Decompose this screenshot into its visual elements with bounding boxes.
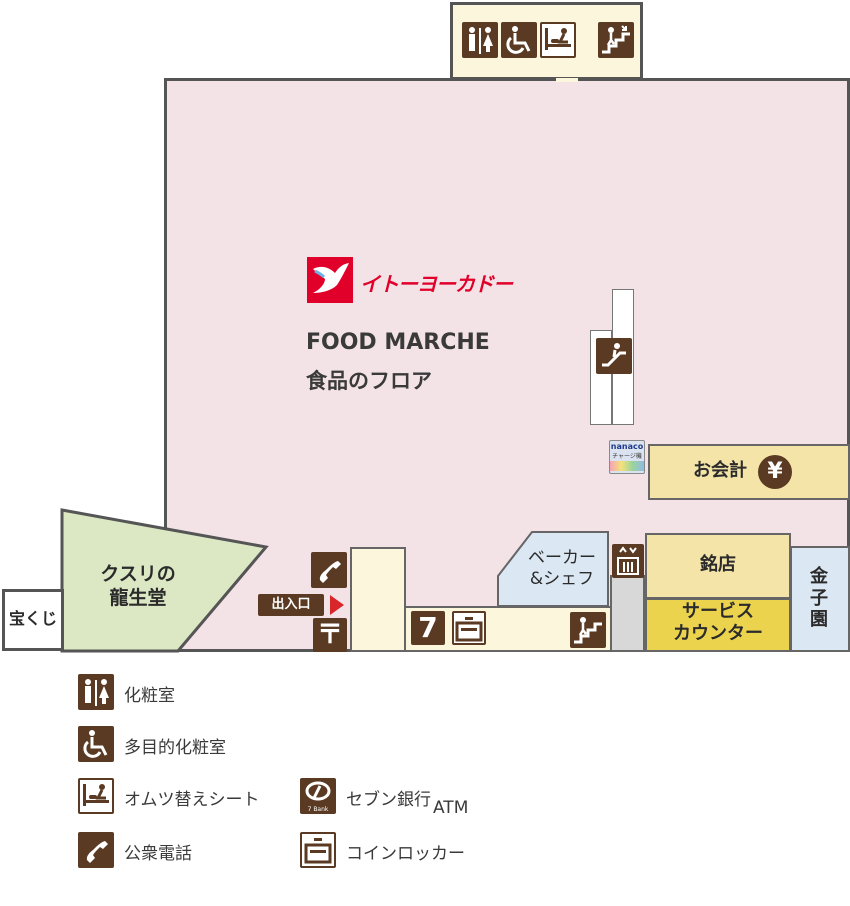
legend-restroom-label: 化粧室	[124, 686, 175, 706]
nanaco-charge-label: チャージ機	[612, 453, 642, 460]
entrance-label: 出入口	[258, 594, 324, 616]
stairs-icon[interactable]	[570, 612, 606, 648]
annex-doorway	[556, 78, 578, 82]
entrance-corridor	[350, 547, 406, 652]
meiten-label: 銘店	[700, 554, 736, 575]
bakery-label: ベーカー &シェフ	[528, 548, 596, 590]
service-counter-label: サービス カウンター	[673, 601, 763, 644]
diaper-changing-icon[interactable]	[540, 22, 576, 58]
nanaco-label: nanaco	[610, 442, 644, 451]
legend-accessible-restroom-label: 多目的化粧室	[124, 738, 226, 758]
restroom-icon[interactable]	[462, 22, 498, 58]
legend-coin-locker-icon	[300, 832, 336, 868]
legend-restroom-icon	[78, 674, 114, 710]
legend-seven-bank-caption: 7 Bank	[307, 806, 329, 813]
kusuri-label: クスリの 龍生堂	[100, 563, 176, 609]
stairs-up-icon[interactable]	[598, 22, 634, 58]
elevator-shaft	[610, 575, 645, 652]
service-counter-area[interactable]	[645, 598, 791, 652]
coin-locker-icon[interactable]	[452, 611, 486, 645]
post-office-icon[interactable]: 〒	[313, 618, 347, 652]
legend-accessible-restroom-icon	[78, 726, 114, 762]
entrance-arrow-icon[interactable]	[328, 593, 346, 617]
takarakuji-label: 宝くじ	[8, 609, 57, 628]
accessible-restroom-icon[interactable]	[501, 22, 537, 58]
checkout-area[interactable]	[648, 444, 850, 500]
floor-title-jp: 食品のフロア	[306, 369, 432, 393]
nanaco-charge-machine[interactable]: nanaco チャージ機	[609, 440, 645, 474]
checkout-label: お会計	[693, 460, 747, 481]
seven-bank-atm-location-icon[interactable]: 7	[411, 611, 445, 645]
legend-phone-icon	[78, 832, 114, 868]
escalator-icon[interactable]	[596, 338, 632, 374]
kanekoen-area[interactable]	[790, 546, 850, 652]
elevator-icon[interactable]	[612, 544, 644, 578]
takarakuji-booth[interactable]	[2, 589, 64, 651]
kanekoen-label: 金子園	[810, 566, 828, 631]
ito-yokado-logo	[307, 257, 353, 303]
floor-title-en: FOOD MARCHE	[306, 330, 490, 355]
legend-diaper-changing-icon	[78, 778, 114, 814]
yen-icon: ¥	[758, 455, 792, 489]
legend-seven-bank-atm-icon: 7 Bank	[300, 778, 336, 814]
phone-icon[interactable]	[311, 552, 347, 588]
legend-coin-locker-label: コインロッカー	[346, 844, 465, 864]
legend-diaper-changing-label: オムツ替えシート	[124, 790, 260, 810]
brand-name: イトーヨーカドー	[360, 272, 513, 296]
legend-phone-label: 公衆電話	[124, 844, 192, 864]
